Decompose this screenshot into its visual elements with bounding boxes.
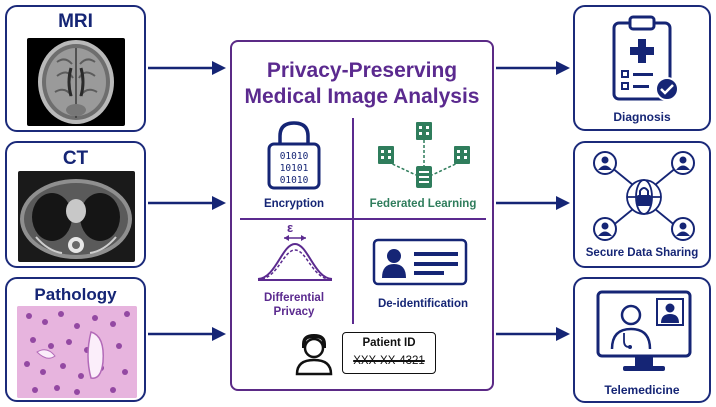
diagnosis-label: Diagnosis [613,110,671,124]
divider-vertical [352,118,354,324]
arrow-pathology-to-center [148,327,226,341]
encryption-bits: 01010 10101 01010 [266,151,322,187]
ct-label: CT [62,148,89,169]
secure-sharing-card: Secure Data Sharing [573,141,711,268]
bell-curve-icon [257,235,333,281]
differential-privacy-section: ε Differential Privacy [232,220,352,330]
patient-id-label: Patient ID [362,337,416,349]
arrow-center-to-telemedicine [496,327,570,341]
bits-row-2: 10101 [279,163,309,174]
differential-privacy-label-line1: Differential [263,292,325,304]
mri-label: MRI [58,11,93,32]
arrow-ct-to-center [148,196,226,210]
patient-id-box: Patient ID XXX-XX-4321 [342,332,436,374]
pathology-card: Pathology [5,277,146,402]
id-card-icon [372,238,468,286]
de-identification-label: De-identification [377,298,469,310]
secure-network-globe-icon [593,151,695,241]
privacy-analysis-panel: Privacy-Preserving Medical Image Analysi… [230,40,494,391]
padlock-icon [267,121,321,190]
pathology-slide-image [17,306,137,398]
ct-scan-image [18,171,135,262]
patient-avatar-icon [295,334,333,376]
telemedicine-label: Telemedicine [604,383,680,397]
divider-horizontal [240,218,486,220]
secure-data-sharing-label: Secure Data Sharing [585,247,699,259]
clipboard-checklist-icon [612,15,679,101]
epsilon-symbol: ε [287,220,294,235]
panel-title-line2: Medical Image Analysis [244,85,480,108]
telemedicine-monitor-icon [596,290,692,371]
de-identification-section: De-identification [354,220,492,320]
pathology-label: Pathology [34,285,117,304]
panel-title-line1: Privacy-Preserving [266,59,458,82]
bits-row-3: 01010 [279,175,309,186]
diagnosis-card: Diagnosis [573,5,711,131]
federated-network-icon [378,122,470,188]
telemedicine-card: Telemedicine [573,277,711,403]
arrow-center-to-sharing [496,196,570,210]
mri-scan-image [27,38,125,126]
patient-id-value: XXX-XX-4321 [353,355,425,367]
federated-learning-label: Federated Learning [369,198,477,210]
bits-row-1: 01010 [279,151,309,162]
arrow-mri-to-center [148,61,226,75]
mri-card: MRI [5,5,146,132]
ct-card: CT [5,141,146,268]
arrow-center-to-diagnosis [496,61,570,75]
encryption-section: 01010 10101 01010 Encryption [232,118,352,218]
encryption-label: Encryption [263,198,325,210]
federated-learning-section: Federated Learning [354,118,492,218]
differential-privacy-label-line2: Privacy [273,306,315,318]
